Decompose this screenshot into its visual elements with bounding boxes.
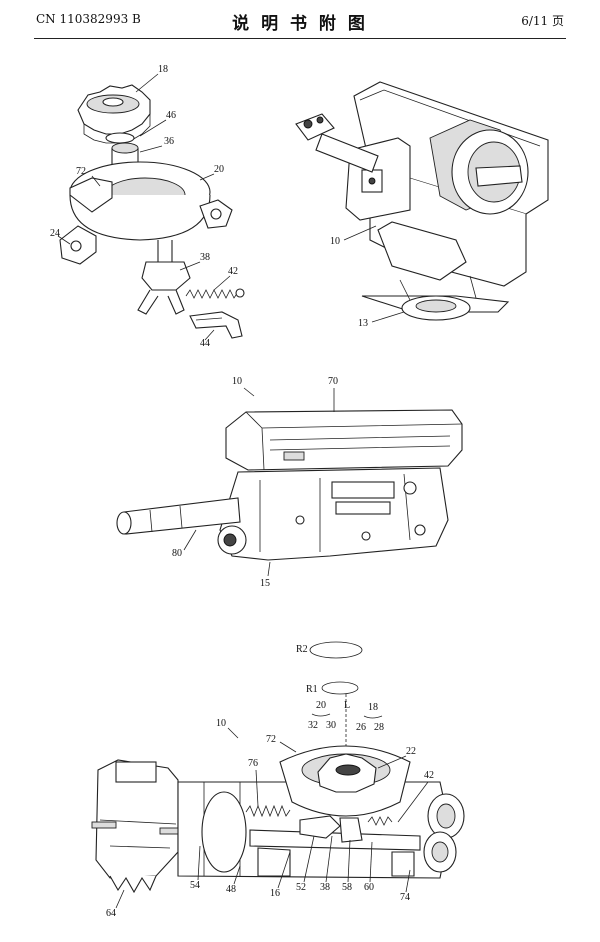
svg-text:42: 42 <box>228 266 238 277</box>
svg-text:60: 60 <box>364 882 374 893</box>
svg-text:15: 15 <box>260 578 270 589</box>
page-number: 6/11 页 <box>521 14 564 28</box>
svg-text:18: 18 <box>158 64 168 75</box>
svg-text:R1: R1 <box>306 684 318 695</box>
svg-text:24: 24 <box>50 228 60 239</box>
svg-text:10: 10 <box>216 718 226 729</box>
figure-cutaway-assembly <box>91 641 465 894</box>
svg-text:10: 10 <box>330 236 340 247</box>
svg-text:70: 70 <box>328 376 338 387</box>
svg-text:18: 18 <box>368 702 378 713</box>
labels-bottom: R2 R1 20 L 18 10 32 30 26 28 72 22 76 42… <box>106 644 434 919</box>
labels-top-left: 18 46 36 72 20 24 38 42 44 <box>50 64 238 349</box>
page-title: 说 明 书 附 图 <box>232 14 368 34</box>
svg-text:20: 20 <box>316 700 326 711</box>
svg-text:72: 72 <box>266 734 276 745</box>
svg-text:64: 64 <box>106 908 116 919</box>
svg-text:22: 22 <box>406 746 416 757</box>
svg-text:28: 28 <box>374 722 384 733</box>
svg-text:52: 52 <box>296 882 306 893</box>
figure-exploded-assembly <box>59 84 245 339</box>
svg-text:42: 42 <box>424 770 434 781</box>
svg-text:44: 44 <box>200 338 210 349</box>
svg-text:10: 10 <box>232 376 242 387</box>
patent-number: CN 110382993 B <box>36 12 141 26</box>
svg-text:L: L <box>344 700 350 711</box>
svg-text:38: 38 <box>320 882 330 893</box>
svg-text:48: 48 <box>226 884 236 895</box>
svg-text:13: 13 <box>358 318 368 329</box>
header-rule <box>34 38 566 39</box>
svg-text:26: 26 <box>356 722 366 733</box>
labels-middle: 10 70 80 15 <box>172 376 338 589</box>
svg-text:32: 32 <box>308 720 318 731</box>
svg-text:74: 74 <box>400 892 410 903</box>
svg-text:R2: R2 <box>296 644 308 655</box>
figure-side-unit <box>116 409 463 561</box>
svg-text:80: 80 <box>172 548 182 559</box>
svg-text:20: 20 <box>214 164 224 175</box>
svg-text:76: 76 <box>248 758 258 769</box>
svg-text:30: 30 <box>326 720 336 731</box>
svg-text:72: 72 <box>76 166 86 177</box>
labels-top-right: 10 13 <box>330 225 405 329</box>
svg-text:54: 54 <box>190 880 200 891</box>
svg-text:36: 36 <box>164 136 174 147</box>
svg-text:38: 38 <box>200 252 210 263</box>
svg-text:16: 16 <box>270 888 280 899</box>
svg-text:46: 46 <box>166 110 176 121</box>
svg-text:58: 58 <box>342 882 352 893</box>
figure-perspective-unit <box>295 81 549 321</box>
